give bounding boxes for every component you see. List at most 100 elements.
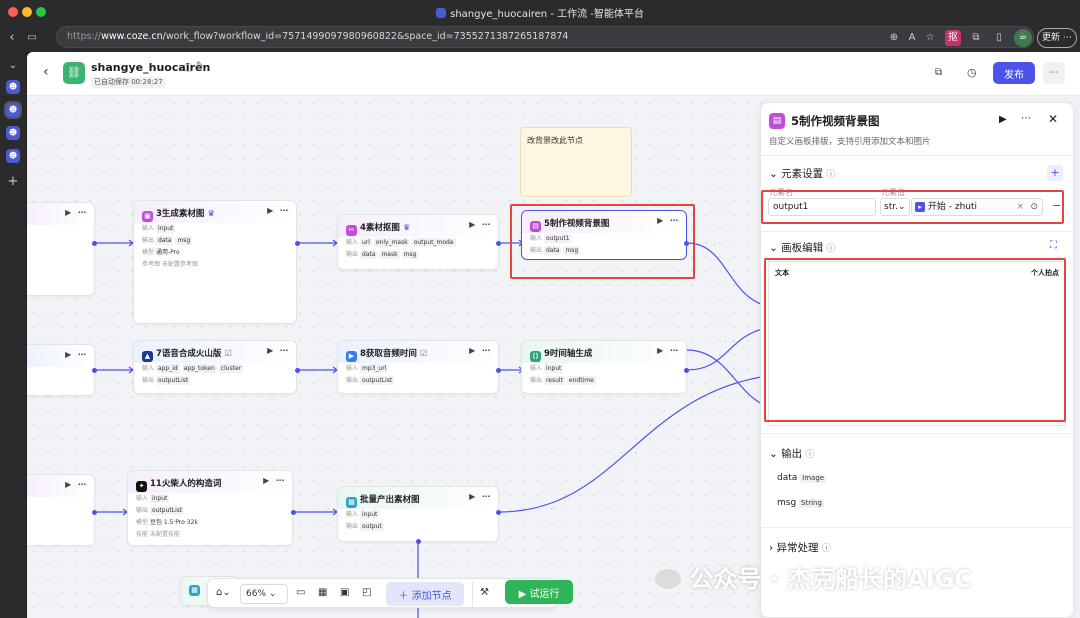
zoom-icon[interactable]: ⊕ bbox=[889, 32, 899, 43]
extensions-puzzle-icon[interactable]: ⧉ bbox=[972, 32, 980, 43]
minimap-icon[interactable]: ▣ bbox=[340, 587, 350, 598]
partial-node[interactable]: ▶ ⋯ bbox=[27, 344, 95, 396]
node-actions[interactable]: ▶ ⋯ bbox=[469, 220, 492, 229]
comment-icon[interactable]: ▭ bbox=[296, 587, 306, 598]
output-port[interactable] bbox=[684, 241, 689, 246]
info-icon[interactable]: ⓘ bbox=[826, 244, 836, 254]
update-browser-button[interactable]: 更新 ⋯ bbox=[1037, 28, 1077, 48]
output-port[interactable] bbox=[496, 510, 501, 515]
chevron-down-icon[interactable]: ⌄ bbox=[8, 60, 18, 71]
clear-icon[interactable]: × bbox=[1016, 202, 1024, 212]
extension-icon[interactable]: 抠 bbox=[945, 30, 961, 46]
row-label: 输入 bbox=[136, 495, 149, 502]
remove-element-icon[interactable]: − bbox=[1052, 199, 1062, 212]
back-icon[interactable]: ‹ bbox=[43, 64, 49, 80]
param-tag: mask bbox=[379, 250, 400, 259]
copy-icon[interactable]: ⧉ bbox=[935, 67, 943, 78]
row-label: 模型 bbox=[142, 249, 155, 256]
close-panel-icon[interactable]: ✕ bbox=[1048, 112, 1059, 126]
zoom-select[interactable]: 66% ⌄ bbox=[240, 584, 288, 604]
favorite-star-icon[interactable]: ☆ bbox=[925, 32, 935, 43]
info-icon[interactable]: ⓘ bbox=[805, 450, 815, 460]
edit-icon[interactable]: ✎ bbox=[196, 61, 204, 71]
minimize-window-button[interactable] bbox=[22, 7, 32, 17]
window-titlebar: shangye_huocairen - 工作流 -智能体平台 bbox=[0, 0, 1080, 24]
param-tag: only_mask bbox=[373, 238, 410, 247]
run-node-icon[interactable]: ▶ bbox=[999, 114, 1007, 125]
add-node-button[interactable]: ＋ 添加节点 bbox=[386, 582, 464, 606]
layout-icon[interactable]: ▦ bbox=[318, 587, 328, 598]
more-menu-button[interactable]: ⋯ bbox=[1043, 62, 1065, 84]
partial-node[interactable]: ▶ ⋯ bbox=[27, 474, 95, 546]
node-actions[interactable]: ▶ ⋯ bbox=[657, 216, 680, 225]
node-actions[interactable]: ▶ ⋯ bbox=[469, 346, 492, 355]
output-port[interactable] bbox=[291, 510, 296, 515]
test-run-button[interactable]: ▶ 试运行 bbox=[505, 580, 573, 604]
node-stickman-prompt[interactable]: ✦11火柴人的构造词▶ ⋯ 输入 input 输出 outputList 模型 … bbox=[127, 470, 293, 546]
note-icon[interactable]: ◰ bbox=[362, 587, 372, 598]
mouse-mode-icon[interactable]: ⌂⌄ bbox=[216, 587, 231, 598]
row-label: 输出 bbox=[346, 251, 359, 258]
sticky-note[interactable]: 改背景改此节点 bbox=[520, 127, 632, 197]
read-aloud-icon[interactable]: A bbox=[908, 32, 916, 43]
info-icon[interactable]: ⓘ bbox=[184, 64, 194, 74]
param-tag: input bbox=[155, 224, 176, 233]
element-settings-header[interactable]: ⌄ 元素设置 ⓘ bbox=[769, 166, 836, 181]
output-port[interactable] bbox=[92, 241, 97, 246]
info-icon[interactable]: ⓘ bbox=[821, 544, 831, 554]
output-port[interactable] bbox=[496, 241, 501, 246]
coze-tab-icon[interactable]: ☻ bbox=[6, 126, 20, 140]
split-screen-icon[interactable]: ▯ bbox=[996, 32, 1002, 43]
exception-header[interactable]: › 异常处理 ⓘ bbox=[769, 540, 831, 555]
node-actions[interactable]: ▶ ⋯ bbox=[267, 346, 290, 355]
board-canvas[interactable] bbox=[768, 261, 1066, 426]
coze-tab-icon[interactable]: ☻ bbox=[6, 80, 20, 94]
element-type-select[interactable]: str.⌄ bbox=[880, 198, 910, 216]
element-value-ref[interactable]: ▸ 开始 - zhuti×⊙ bbox=[911, 198, 1043, 216]
history-icon[interactable]: ◷ bbox=[967, 66, 977, 79]
maximize-window-button[interactable] bbox=[36, 7, 46, 17]
profile-avatar-icon[interactable]: ☕ bbox=[1014, 29, 1032, 47]
close-window-button[interactable] bbox=[8, 7, 18, 17]
partial-node[interactable]: ▶ ⋯ bbox=[27, 202, 95, 296]
publish-button[interactable]: 发布 bbox=[993, 62, 1035, 84]
sidebar-toggle-icon[interactable]: ▭ bbox=[27, 32, 37, 43]
output-port[interactable] bbox=[295, 368, 300, 373]
workflow-icon: ⛓ bbox=[63, 62, 85, 84]
element-name-input[interactable]: output1 bbox=[768, 198, 876, 216]
expand-icon[interactable]: ⛶ bbox=[1050, 240, 1057, 251]
board-editing-header[interactable]: ⌄ 画板编辑 ⓘ bbox=[769, 240, 836, 255]
coze-tab-active-icon[interactable]: ☻ bbox=[4, 101, 22, 119]
info-icon[interactable]: ⓘ bbox=[826, 170, 836, 180]
node-actions[interactable]: ▶ ⋯ bbox=[267, 206, 290, 215]
output-header[interactable]: ⌄ 输出 ⓘ bbox=[769, 446, 815, 461]
node-batch-material[interactable]: ▦批量产出素材图▶ ⋯ 输入 input 输出 output bbox=[337, 486, 499, 542]
output-port[interactable] bbox=[496, 368, 501, 373]
back-arrow-icon[interactable]: ‹ bbox=[9, 30, 15, 45]
node-actions[interactable]: ▶ ⋯ bbox=[469, 492, 492, 501]
output-port[interactable] bbox=[684, 368, 689, 373]
new-tab-plus-icon[interactable]: + bbox=[7, 174, 19, 189]
debug-wrench-icon[interactable]: ⚒ bbox=[480, 587, 489, 598]
address-input[interactable]: https://www.coze.cn/work_flow?workflow_i… bbox=[56, 26, 1034, 48]
output-port[interactable] bbox=[92, 368, 97, 373]
node-actions[interactable]: ▶ ⋯ bbox=[657, 346, 680, 355]
node-audio-duration[interactable]: ▶8获取音频时间 ☑▶ ⋯ 输入 mp3_url 输出 outputList bbox=[337, 340, 499, 394]
param-tag: data bbox=[359, 250, 378, 259]
highlight-box bbox=[761, 190, 1064, 224]
output-port[interactable] bbox=[295, 241, 300, 246]
node-actions[interactable]: ▶ ⋯ bbox=[263, 476, 286, 485]
coze-tab-icon[interactable]: ☻ bbox=[6, 149, 20, 163]
output-port[interactable] bbox=[416, 539, 421, 544]
board-text-left[interactable]: 文本 bbox=[775, 269, 789, 277]
output-port[interactable] bbox=[92, 510, 97, 515]
board-text-right[interactable]: 个人拍点 bbox=[1031, 269, 1059, 277]
settings-icon[interactable]: ⊙ bbox=[1030, 202, 1038, 212]
more-icon[interactable]: ⋯ bbox=[1021, 113, 1031, 124]
add-element-button[interactable]: + bbox=[1047, 165, 1063, 181]
